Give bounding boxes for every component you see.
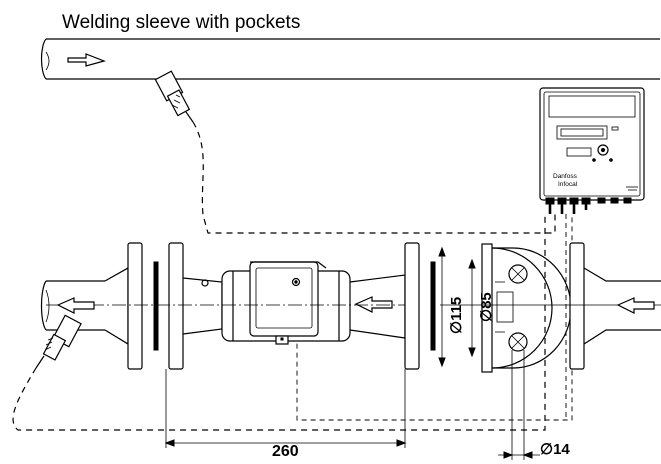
bolt-hole-icon — [508, 332, 528, 352]
meter-screw-icon — [291, 277, 301, 287]
flow-arrow-icon — [67, 53, 106, 67]
calculator-subtext: Infocal — [558, 181, 578, 188]
top-pipe — [40, 38, 660, 80]
flow-arrow-icon — [56, 297, 95, 314]
right-flange — [569, 242, 585, 370]
dimension-lines — [164, 246, 540, 460]
flow-arrow-icon — [354, 296, 393, 313]
dimension-diameter-14: ∅14 — [540, 441, 570, 458]
bottom-pipeline — [40, 242, 661, 373]
flow-arrow-icon — [616, 297, 655, 314]
left-flange — [127, 242, 143, 370]
dimension-diameter-85: ∅85 — [478, 292, 495, 322]
top-temperature-sensor — [154, 70, 194, 123]
dimension-260: 260 — [272, 443, 299, 460]
calculator-button-icon — [597, 144, 609, 156]
calculator-unit: Danfoss Infocal — [539, 87, 645, 214]
bottom-temperature-sensor — [35, 314, 82, 369]
meter-outlet-flange — [404, 242, 420, 370]
meter-inlet-flange — [168, 242, 184, 370]
calculator-display — [556, 125, 608, 140]
bolt-hole-icon — [508, 264, 528, 284]
diagram-title: Welding sleeve with pockets — [62, 12, 300, 33]
calculator-brand: Danfoss — [553, 173, 578, 180]
dimension-diameter-115: ∅115 — [448, 297, 465, 334]
